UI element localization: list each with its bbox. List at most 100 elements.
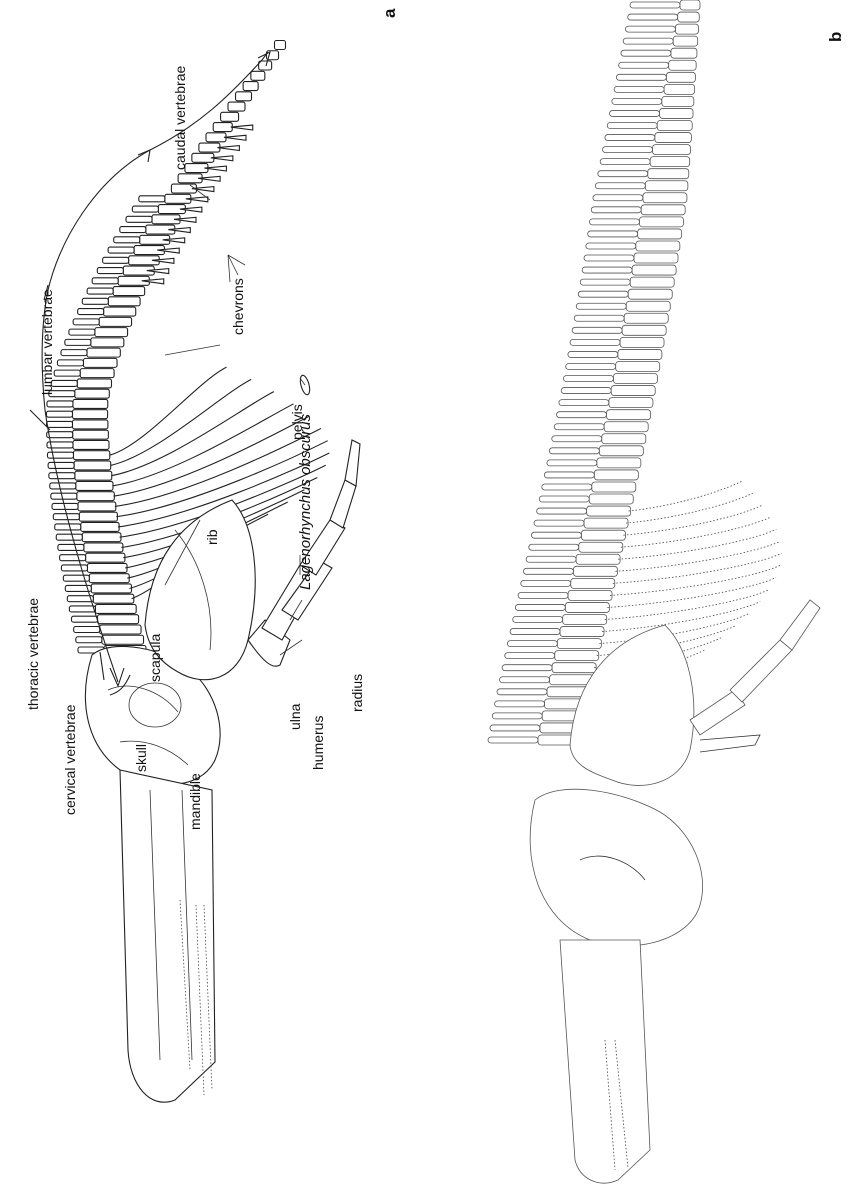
vertebra-b <box>664 84 695 94</box>
spinous-process-b <box>515 604 565 610</box>
spinous-process-b <box>621 50 671 56</box>
spinous-process-b <box>605 135 655 141</box>
rib-bone <box>114 416 310 496</box>
vertebra <box>77 379 111 388</box>
vertebra-b <box>611 386 655 396</box>
vertebra <box>206 133 226 142</box>
spinous-process <box>47 432 73 438</box>
spinous-process-b <box>539 496 589 502</box>
spinous-process-b <box>557 412 607 418</box>
vertebra-b <box>638 229 682 239</box>
forelimb-drawing <box>145 440 360 680</box>
spinous-process-b <box>552 436 602 442</box>
vertebra <box>213 123 232 132</box>
spinous-process-b <box>595 183 645 189</box>
vertebra-b <box>568 590 612 600</box>
spinous-process <box>46 421 72 427</box>
vertebra <box>77 492 115 501</box>
label-lumbar-vertebrae: lumbar vertebrae <box>39 289 55 395</box>
spinous-process-b <box>534 520 584 526</box>
spinous-process-b <box>628 14 678 20</box>
vertebra-b <box>675 24 698 34</box>
spinous-process-b <box>630 2 680 8</box>
vertebra-b <box>563 615 607 625</box>
vertebra <box>73 399 108 408</box>
spinous-process-b <box>518 592 568 598</box>
spinous-process <box>82 298 108 304</box>
label-radius: radius <box>349 674 365 712</box>
rib-bone <box>110 379 251 465</box>
spinous-process <box>61 350 87 356</box>
spinous-process-b <box>591 207 641 213</box>
vertebra-b <box>632 265 676 275</box>
spinous-process-b <box>603 147 653 153</box>
spinous-process-b <box>529 544 579 550</box>
vertebra-b <box>628 289 672 299</box>
label-mandible: mandible <box>187 773 203 830</box>
vertebra-b <box>662 96 694 106</box>
spinous-process <box>60 555 86 561</box>
vertebra-b <box>557 639 601 649</box>
spinous-process-b <box>589 219 639 225</box>
spinous-process-b <box>510 629 560 635</box>
spinous-process <box>74 626 100 632</box>
spinous-process-b <box>582 267 632 273</box>
vertebra <box>228 102 245 111</box>
vertebra-b <box>609 398 653 408</box>
vertebra <box>80 369 114 378</box>
spinous-process-b <box>600 159 650 165</box>
spinous-process <box>78 309 104 315</box>
chevron-bone <box>217 146 239 151</box>
spinous-process <box>73 319 99 325</box>
vertebra-b <box>639 217 683 227</box>
label-thoracic-vertebrae: thoracic vertebrae <box>25 598 41 710</box>
spinous-process <box>72 616 98 622</box>
vertebra-b <box>555 651 599 661</box>
vertebra <box>73 430 109 439</box>
label-humerus: humerus <box>310 716 326 770</box>
spinous-process <box>65 339 91 345</box>
vertebra <box>86 553 125 562</box>
vertebra-b <box>669 60 697 70</box>
vertebra <box>221 112 239 121</box>
rib-bone <box>110 367 227 455</box>
vertebra <box>87 563 127 572</box>
vertebra <box>95 328 128 337</box>
spinous-process-b <box>547 460 597 466</box>
vertebra-b <box>653 145 691 155</box>
vertebra <box>73 451 109 460</box>
spinous-process-b <box>568 351 618 357</box>
vertebra-b <box>597 458 641 468</box>
spinous-process-b <box>507 641 557 647</box>
spinous-process-b <box>616 74 666 80</box>
spinous-process <box>58 544 84 550</box>
vertebra <box>251 71 265 80</box>
vertebra <box>74 461 111 470</box>
spinous-process-b <box>586 243 636 249</box>
spinous-process-b <box>513 617 563 623</box>
panel-b: b <box>488 0 845 1183</box>
label-caudal-vertebrae: caudal vertebrae <box>172 65 188 170</box>
spinous-process-b <box>574 315 624 321</box>
spinous-process <box>56 534 82 540</box>
spinous-process <box>87 288 113 294</box>
vertebra <box>113 287 145 296</box>
species-name: Lagenorhynchus obscurus <box>297 414 314 590</box>
spinous-process-b <box>537 508 587 514</box>
vertebra-b <box>552 663 596 673</box>
vertebra-b <box>560 627 604 637</box>
spinous-process-b <box>526 556 576 562</box>
spinous-process-b <box>502 665 552 671</box>
spinous-process <box>49 473 75 479</box>
rib-b <box>629 481 743 511</box>
vertebra <box>72 420 107 429</box>
spinous-process <box>120 227 146 233</box>
spinous-process <box>69 606 95 612</box>
vertebra <box>91 338 124 347</box>
vertebra-b <box>634 253 678 263</box>
vertebra-b <box>622 325 666 335</box>
spinous-process <box>50 483 76 489</box>
vertebra <box>192 153 214 162</box>
label-chevrons: chevrons <box>230 278 246 335</box>
